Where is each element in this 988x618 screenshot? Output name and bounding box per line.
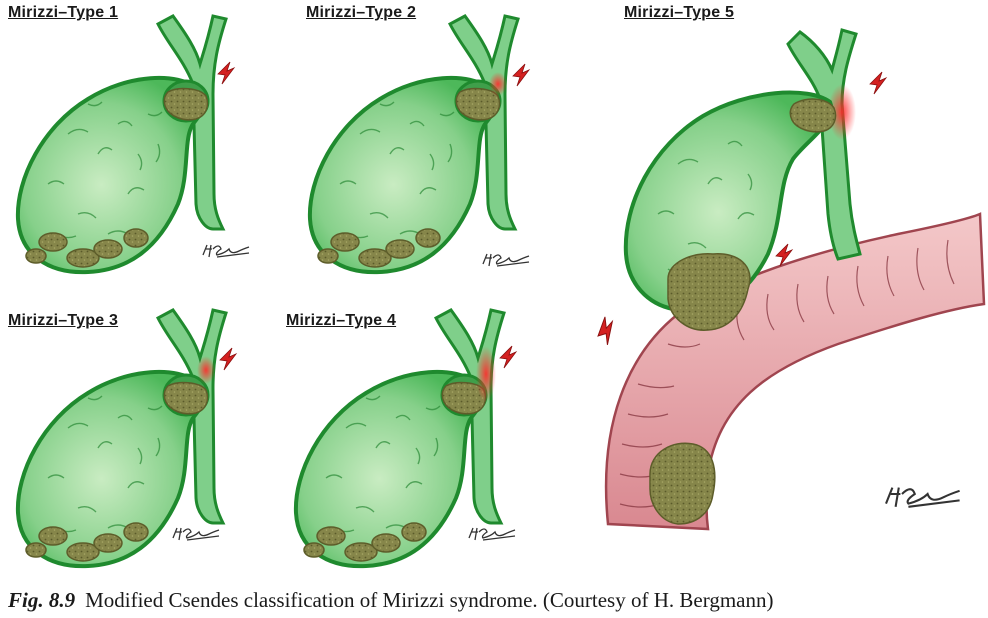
signature-icon [884, 486, 961, 508]
inflammation-spot [489, 72, 507, 96]
panel-title: Mirizzi–Type 4 [286, 312, 397, 329]
gallbladder-illustration [15, 308, 237, 569]
panel-type-3: Mirizzi–Type 3 [8, 308, 268, 580]
lightning-icon [499, 345, 517, 369]
signature-icon [482, 253, 530, 267]
signature-icon [468, 527, 516, 541]
lightning-icon [512, 63, 530, 87]
gallbladder [623, 90, 834, 313]
panel-title: Mirizzi–Type 1 [8, 4, 119, 21]
caption-text: Modified Csendes classification of Miriz… [85, 588, 774, 612]
fistula-illustration [591, 28, 986, 531]
figure-caption: Fig. 8.9 Modified Csendes classification … [8, 588, 773, 613]
inflammation-spot [476, 346, 496, 402]
lightning-icon [591, 314, 621, 348]
panel-type-4: Mirizzi–Type 4 [286, 308, 546, 580]
lightning-icon [869, 71, 887, 95]
gallbladder-illustration [15, 14, 250, 275]
panel-title: Mirizzi–Type 3 [8, 312, 119, 329]
inflammation-spot [197, 356, 215, 384]
lightning-icon [217, 61, 235, 85]
fistula-stone [667, 253, 751, 331]
panel-title: Mirizzi–Type 5 [624, 4, 735, 21]
panel-type-1: Mirizzi–Type 1 [8, 4, 268, 284]
inflammation-spot [828, 84, 856, 140]
figure-label: Fig. 8.9 [8, 588, 76, 612]
panel-type-5: Mirizzi–Type 5 [591, 4, 986, 584]
lightning-icon [219, 347, 237, 371]
panel-title: Mirizzi–Type 2 [306, 4, 417, 21]
panel-type-2: Mirizzi–Type 2 [300, 4, 560, 284]
signature-icon [172, 527, 220, 541]
gallbladder-illustration [307, 14, 530, 275]
duodenal-stone [649, 442, 716, 525]
gallbladder-illustration [293, 308, 517, 569]
signature-icon [202, 244, 250, 258]
